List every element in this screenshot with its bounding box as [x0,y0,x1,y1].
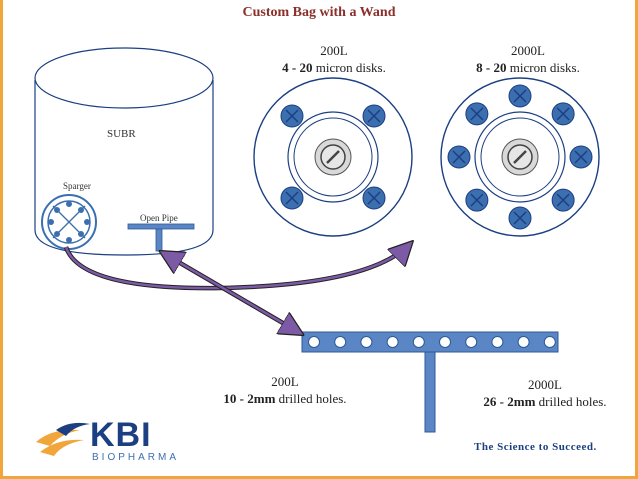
kbi-logo-mark [36,422,90,456]
drilled-hole [491,336,504,348]
micron-disk-200l-1 [362,186,386,210]
drilled-hole [465,336,478,348]
tagline: The Science to Succeed. [474,441,597,453]
sparger-label: Sparger [63,181,91,191]
drilled-hole [439,336,451,348]
drilled-wand [301,331,559,433]
kbi-logo-subtext: BIOPHARMA [92,452,180,463]
disk-200l-caption: 200L 4 - 20 micron disks. [282,43,386,75]
drilled-hole [412,336,425,348]
disk-200l [253,77,413,237]
pipe-2000l-caption: 2000L 26 - 2mm drilled holes. [483,377,607,409]
pipe-200l-caption: 200L 10 - 2mm drilled holes. [223,374,347,406]
micron-disk-2000l-2 [551,188,575,212]
drilled-hole [360,336,373,348]
disk-2000l-caption: 2000L 8 - 20 micron disks. [476,43,580,75]
drilled-hole [517,336,530,348]
micron-disk-2000l-4 [465,188,489,212]
micron-disk-2000l-3 [508,206,532,230]
micron-disk-200l-4 [362,104,386,128]
page-title: Custom Bag with a Wand [242,5,396,20]
kbi-logo-text: KBI [90,416,152,454]
open-pipe-label: Open Pipe [140,213,178,223]
micron-disk-2000l-5 [447,145,471,169]
drilled-hole [386,336,399,348]
micron-disk-2000l-7 [508,84,532,108]
drilled-hole [334,336,347,348]
micron-disk-2000l-1 [569,145,593,169]
micron-disk-200l-2 [280,186,304,210]
drilled-hole [543,336,556,348]
micron-disk-200l-3 [280,104,304,128]
sparger-icon [41,194,97,250]
micron-disk-2000l-6 [465,102,489,126]
subr-label: SUBR [107,128,136,140]
micron-disk-2000l-8 [551,102,575,126]
drilled-hole [308,336,320,348]
